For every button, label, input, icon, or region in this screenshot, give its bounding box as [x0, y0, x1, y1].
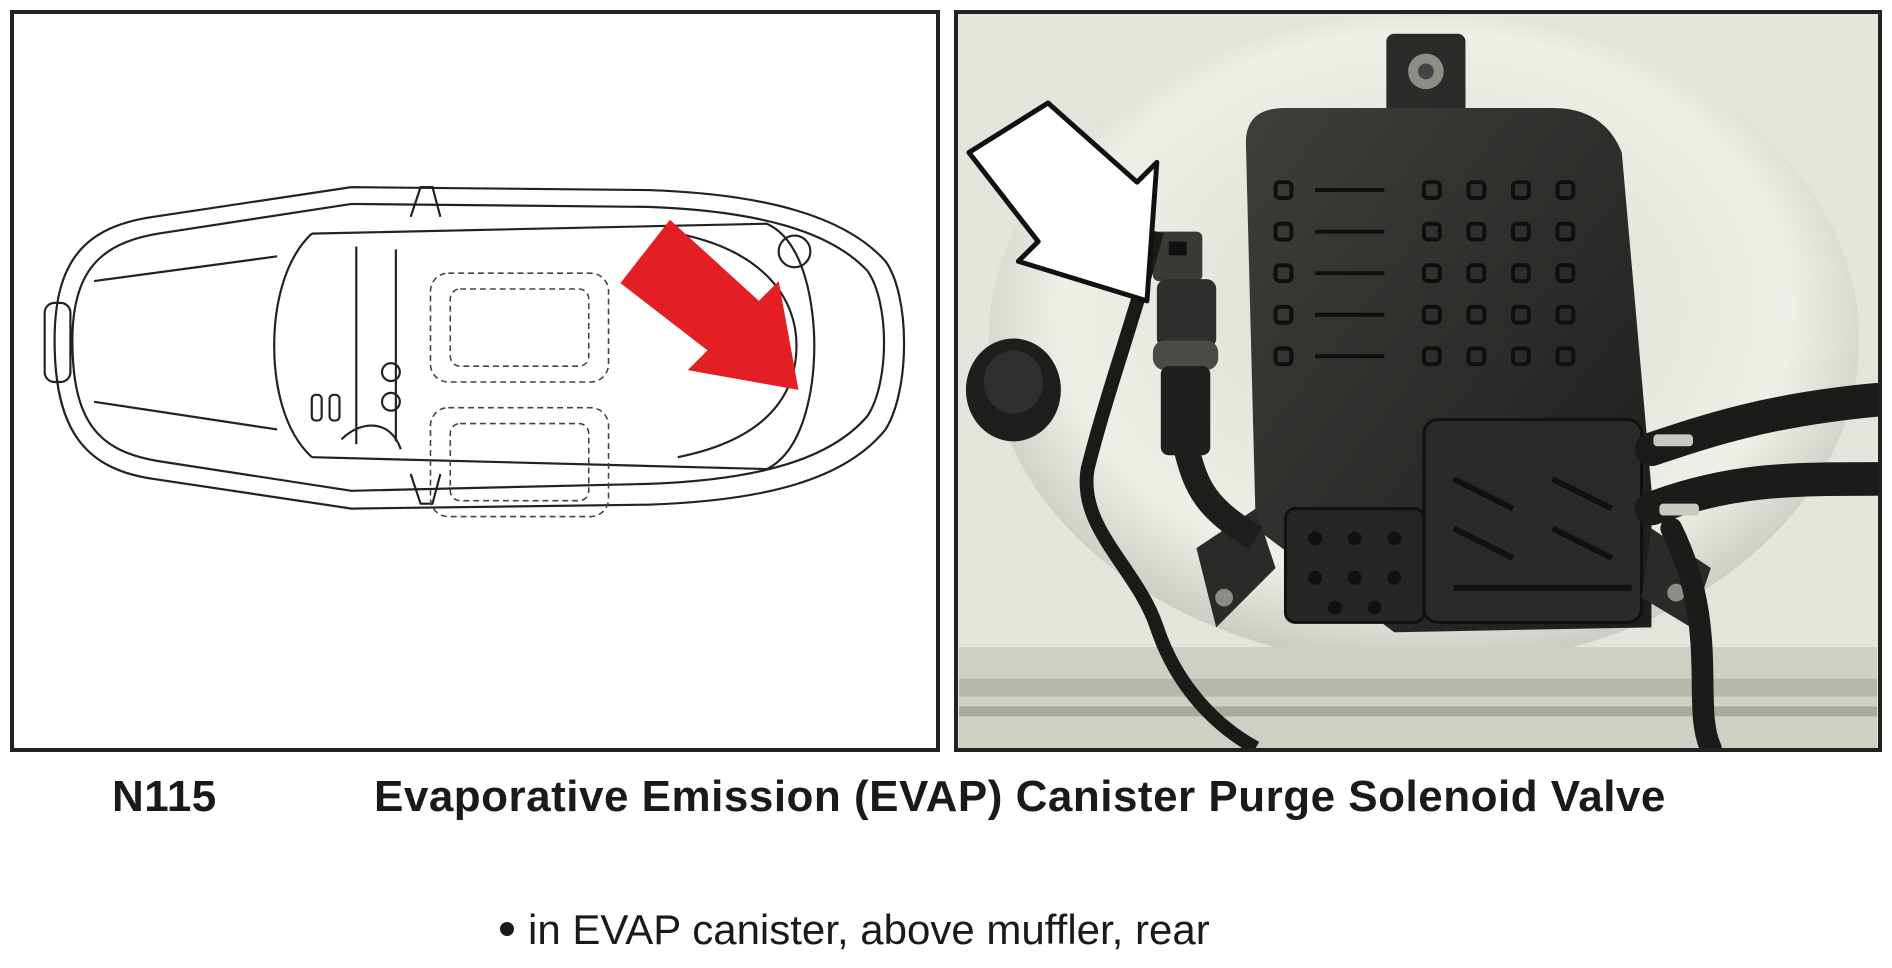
seat-left	[429, 272, 610, 383]
wiring-harness	[1079, 229, 1260, 748]
rear-deck	[677, 232, 798, 459]
cabin-frame	[311, 222, 816, 471]
front-grille	[43, 301, 72, 384]
mirror-right	[409, 473, 442, 505]
mirror-left	[409, 186, 442, 218]
fuel-cap	[777, 234, 812, 269]
evap-canister-photo	[954, 10, 1882, 752]
canister-photo-illustration	[959, 14, 1878, 748]
component-caption: N115 Evaporative Emission (EVAP) Caniste…	[0, 772, 1892, 832]
component-name: Evaporative Emission (EVAP) Canister Pur…	[374, 772, 1666, 821]
windshield	[273, 232, 313, 458]
car-body-inner-outline	[71, 202, 886, 492]
component-code: N115	[112, 772, 217, 821]
car-top-view-illustration	[10, 10, 940, 752]
bullet-icon	[500, 921, 514, 936]
location-arrow-red	[620, 219, 799, 390]
car-diagram	[43, 186, 906, 518]
purge-solenoid-valve	[1152, 231, 1263, 550]
location-note: in EVAP canister, above muffler, rear	[500, 906, 1210, 954]
location-text: in EVAP canister, above muffler, rear	[528, 906, 1210, 953]
car-body-outline	[53, 186, 906, 510]
seat-right	[429, 406, 610, 518]
canister-cover	[1422, 418, 1644, 624]
location-arrow-white	[966, 100, 1160, 304]
